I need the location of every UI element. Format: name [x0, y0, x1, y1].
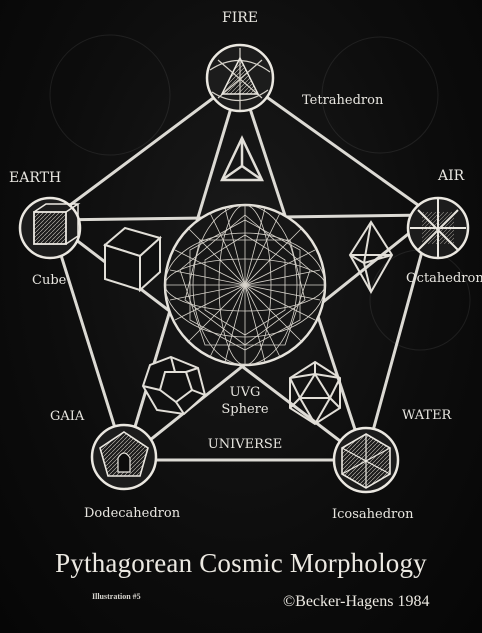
- octahedron-icon: [348, 220, 394, 295]
- cube-label: Cube: [32, 273, 67, 288]
- poster-title: Pythagorean Cosmic Morphology: [55, 548, 427, 578]
- fire-label: FIRE: [222, 10, 258, 26]
- water-icosahedron-globe: [332, 426, 400, 494]
- icosahedron-label: Icosahedron: [332, 507, 414, 522]
- outer-pentagon: [48, 76, 434, 462]
- dodecahedron-icon: [141, 355, 207, 416]
- earth-label: EARTH: [9, 170, 61, 186]
- fire-tetrahedron-globe: [205, 43, 275, 113]
- dodecahedron-label: Dodecahedron: [84, 506, 181, 521]
- earth-cube-globe: [18, 196, 82, 260]
- icosahedron-icon: [289, 360, 341, 426]
- uvg-sphere: [163, 203, 327, 367]
- octahedron-label: Octahedron: [406, 271, 482, 286]
- air-octahedron-globe: [406, 196, 470, 260]
- gaia-label: GAIA: [50, 409, 85, 424]
- background-ghost-shapes: [49, 34, 471, 351]
- uvg-label: UVG: [230, 385, 261, 400]
- tetrahedron-label: Tetrahedron: [302, 93, 384, 108]
- cube-icon: [102, 226, 163, 293]
- tetrahedron-icon: [220, 135, 264, 182]
- sphere-label: Sphere: [221, 402, 269, 417]
- air-label: AIR: [437, 168, 465, 184]
- gaia-dodecahedron-globe: [90, 423, 158, 491]
- water-label: WATER: [402, 408, 453, 423]
- copyright-notice: ©Becker-Hagens 1984: [283, 593, 430, 610]
- illustration-number: Illustration #5: [92, 592, 141, 601]
- universe-label: UNIVERSE: [208, 437, 283, 452]
